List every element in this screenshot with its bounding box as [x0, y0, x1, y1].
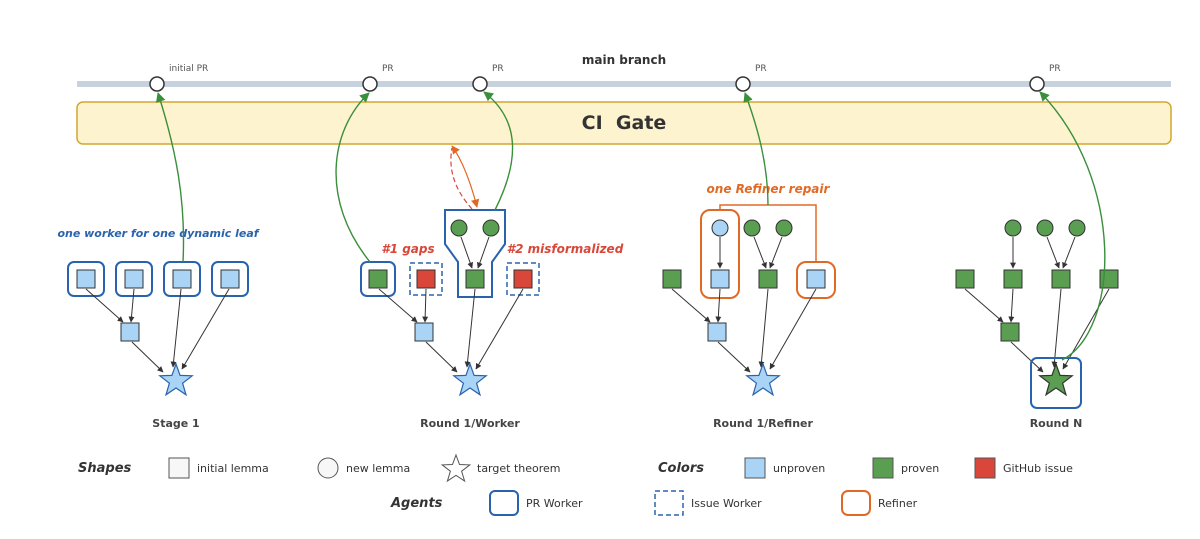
legend-refiner: Refiner [878, 497, 918, 510]
legend-refiner-swatch [841, 490, 871, 516]
lemma-proven [1000, 322, 1020, 342]
main-branch-line [77, 81, 1171, 87]
ci-gate [76, 101, 1172, 145]
lemma-proven [955, 269, 975, 289]
legend-new-lemma: new lemma [346, 462, 410, 475]
lemma-proven [662, 269, 682, 289]
legend-target-star [440, 453, 472, 483]
pr-worker-box [67, 261, 105, 297]
legend-issue-swatch [974, 457, 996, 479]
legend-shapes-title: Shapes [78, 461, 132, 476]
pr-node [362, 76, 378, 92]
pr-label: PR [755, 64, 767, 74]
stage-label: Round 1/Worker [420, 417, 520, 430]
lemma-proven [465, 269, 485, 289]
refiner-box [796, 261, 836, 299]
main-branch-title: main branch [582, 53, 666, 67]
legend-initial-lemma: initial lemma [197, 462, 269, 475]
refiner-repair-note: one Refiner repair [707, 182, 831, 196]
legend-unproven-swatch [744, 457, 766, 479]
legend-initial-lemma-swatch [168, 457, 190, 479]
legend-github-issue: GitHub issue [1003, 462, 1073, 475]
pr-worker-box [1030, 357, 1082, 409]
lemma-unproven [220, 269, 240, 289]
new-lemma-proven [1036, 219, 1054, 237]
ci-gate-label: CI Gate [582, 112, 667, 134]
pr-node [149, 76, 165, 92]
target-theorem-star [1038, 362, 1074, 397]
gaps-note: #1 gaps [381, 242, 434, 256]
legend-pr-worker: PR Worker [526, 497, 583, 510]
pr-label: PR [1049, 64, 1061, 74]
lemma-proven [758, 269, 778, 289]
legend-proven: proven [901, 462, 939, 475]
pr-node [1029, 76, 1045, 92]
pr-worker-box [211, 261, 249, 297]
new-lemma-proven [743, 219, 761, 237]
lemma-issue [513, 269, 533, 289]
legend-new-lemma-swatch [317, 457, 339, 479]
pr-worker-box [163, 261, 201, 297]
pr-worker-box [444, 209, 506, 298]
lemma-proven [1051, 269, 1071, 289]
pr-worker-box [360, 261, 396, 297]
new-lemma-unproven [711, 219, 729, 237]
legend-agents-title: Agents [390, 496, 443, 511]
legend-issue-worker: Issue Worker [691, 497, 762, 510]
legend-target-theorem: target theorem [477, 462, 561, 475]
stage-label: Round N [1030, 417, 1083, 430]
legend-unproven: unproven [773, 462, 825, 475]
pr-label: PR [492, 64, 504, 74]
pr-label: PR [382, 64, 394, 74]
new-lemma-proven [482, 219, 500, 237]
lemma-unproven [710, 269, 730, 289]
legend-colors-title: Colors [658, 461, 704, 476]
lemma-unproven [124, 269, 144, 289]
pr-label: initial PR [169, 64, 208, 74]
target-theorem-star [158, 362, 194, 397]
lemma-unproven [76, 269, 96, 289]
misformalized-note: #2 misformalized [507, 242, 624, 256]
issue-worker-box [506, 262, 540, 296]
target-theorem-star [452, 362, 488, 397]
lemma-unproven [806, 269, 826, 289]
new-lemma-proven [450, 219, 468, 237]
refiner-box [700, 209, 740, 299]
new-lemma-proven [1068, 219, 1086, 237]
legend-pr-worker-swatch [489, 490, 519, 516]
pr-node [472, 76, 488, 92]
lemma-proven [368, 269, 388, 289]
stage-label: Stage 1 [152, 417, 199, 430]
lemma-issue [416, 269, 436, 289]
pr-node [735, 76, 751, 92]
lemma-unproven [707, 322, 727, 342]
legend-issue-worker-swatch [654, 490, 684, 516]
lemma-proven [1003, 269, 1023, 289]
target-theorem-star [745, 362, 781, 397]
lemma-unproven [414, 322, 434, 342]
new-lemma-proven [1004, 219, 1022, 237]
legend-proven-swatch [872, 457, 894, 479]
lemma-unproven [120, 322, 140, 342]
stage-label: Round 1/Refiner [713, 417, 813, 430]
new-lemma-proven [775, 219, 793, 237]
worker-leaf-note: one worker for one dynamic leaf [57, 227, 259, 240]
lemma-unproven [172, 269, 192, 289]
pr-worker-box [115, 261, 153, 297]
